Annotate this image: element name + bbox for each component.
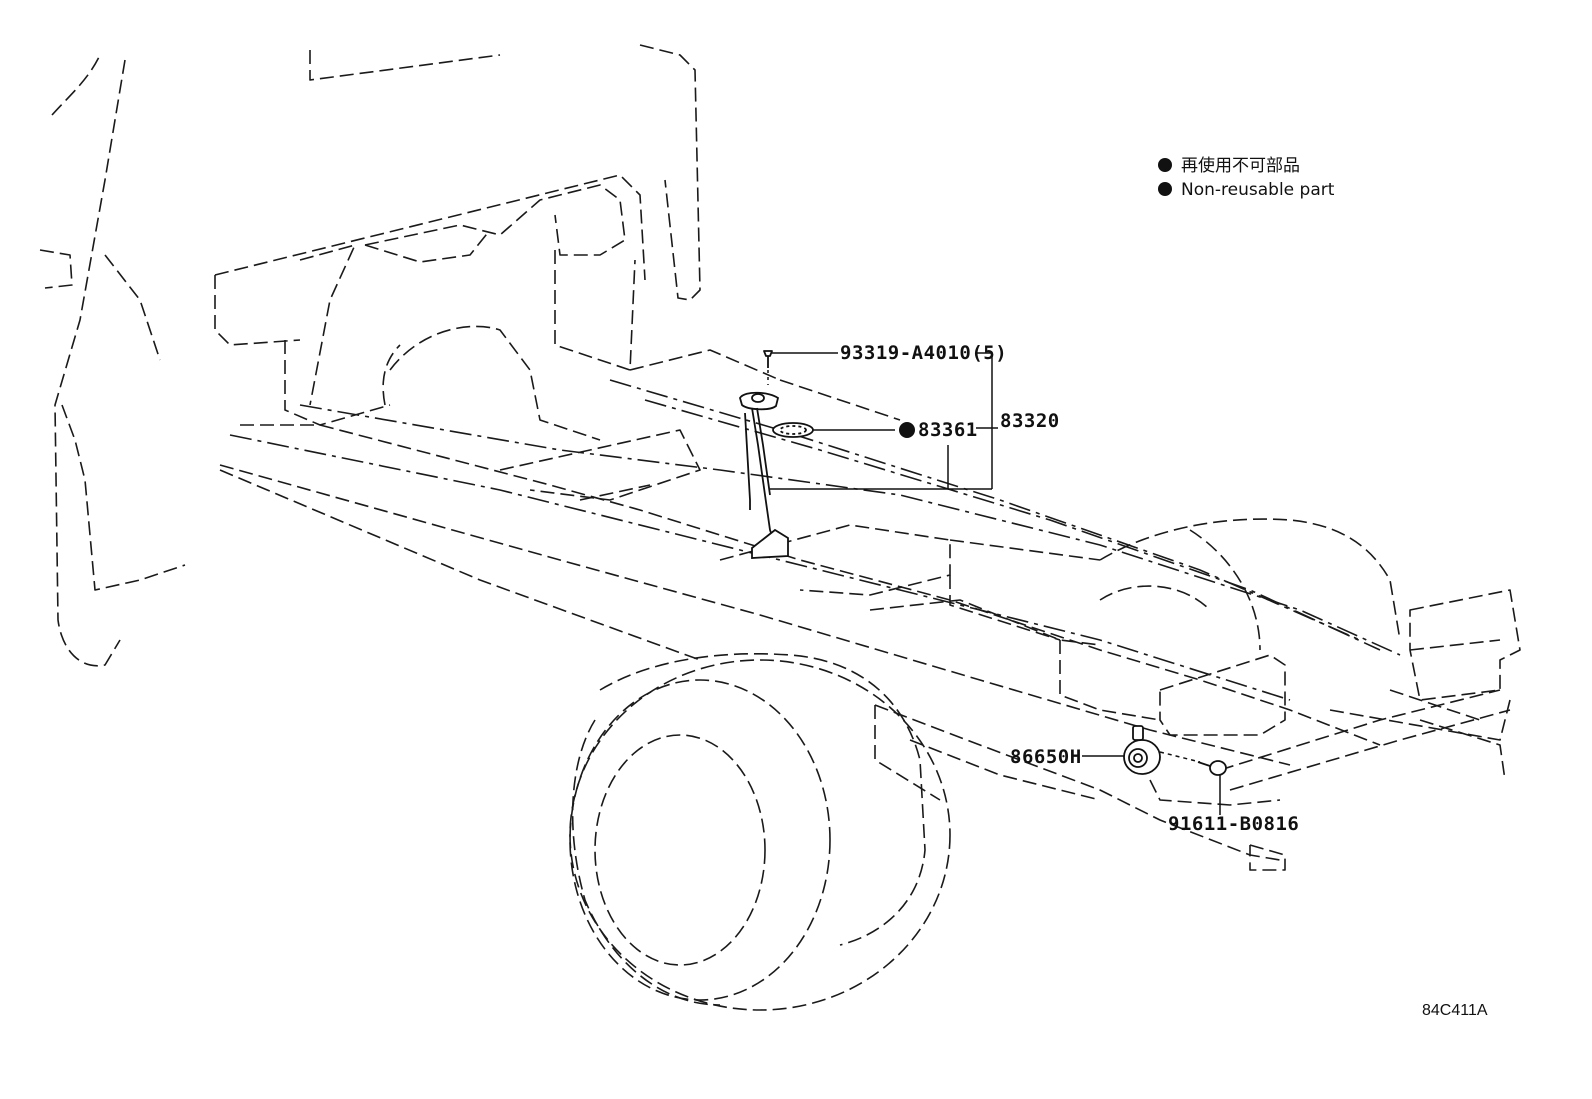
legend-text-jp: 再使用不可部品 xyxy=(1181,155,1300,176)
part-number-gasket[interactable]: 83361 xyxy=(918,419,978,441)
screw-icon xyxy=(763,350,773,385)
bolt-icon xyxy=(1159,751,1227,776)
legend: 再使用不可部品 Non-reusable part xyxy=(1158,155,1335,200)
part-number-bolt[interactable]: 91611-B0816 xyxy=(1168,813,1299,835)
fuel-sender-gauge xyxy=(739,350,814,559)
figure-code: 84C411A xyxy=(1422,1002,1488,1019)
frame-rails xyxy=(219,349,1511,871)
part-number-screw[interactable]: 93319-A4010(5) xyxy=(840,342,1007,364)
rear-wheel xyxy=(1099,518,1521,701)
leader-lines xyxy=(770,352,1221,815)
front-wheel xyxy=(569,653,951,1011)
gasket-icon xyxy=(772,422,814,438)
legend-bullet-icon xyxy=(1158,182,1172,196)
legend-bullet-icon xyxy=(1158,158,1172,172)
cab-outline xyxy=(39,44,701,667)
legend-text-en: Non-reusable part xyxy=(1181,180,1335,200)
part-number-gauge-assembly[interactable]: 83320 xyxy=(1000,410,1060,432)
horn-icon xyxy=(1123,725,1161,775)
part-number-horn[interactable]: 86650H xyxy=(1010,746,1082,768)
non-reusable-marker-icon xyxy=(899,422,915,438)
part-labels: 93319-A4010(5) 83361 83320 86650H 91611-… xyxy=(840,342,1299,835)
horn-assembly xyxy=(1123,725,1227,776)
